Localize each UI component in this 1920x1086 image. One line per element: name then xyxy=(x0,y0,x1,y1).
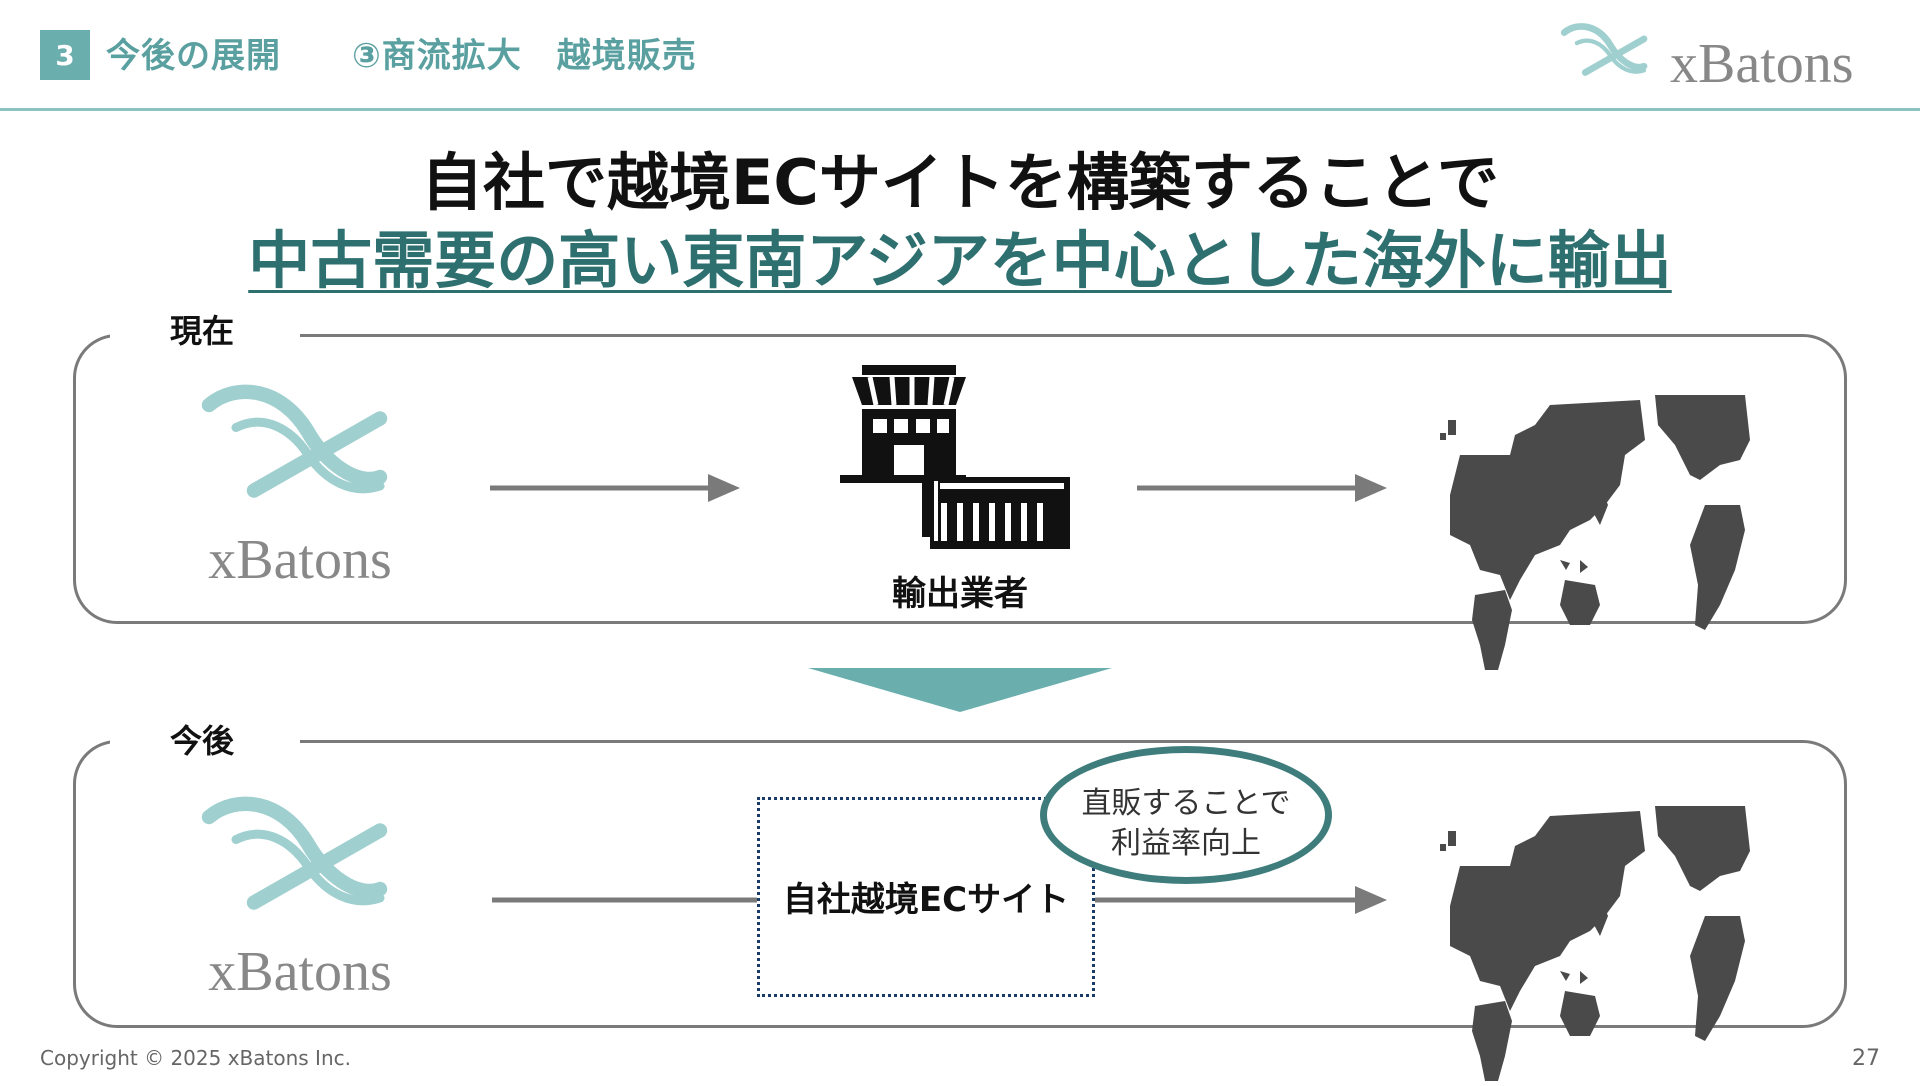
section-title: 今後の展開 xyxy=(106,36,281,76)
page-number: 27 xyxy=(1852,1046,1880,1071)
future-panel-gap xyxy=(110,734,300,746)
future-world-map-icon xyxy=(1440,806,1750,1081)
section-number-badge: 3 xyxy=(40,30,90,80)
ec-site-box xyxy=(757,797,1095,997)
future-panel-label: 今後 xyxy=(170,722,235,760)
copyright-text: Copyright © 2025 xBatons Inc. xyxy=(40,1046,351,1070)
future-source-logo: xBatons xyxy=(180,790,392,1000)
current-panel-gap xyxy=(110,328,300,340)
store-container-icon xyxy=(840,365,1070,549)
headline-primary: 自社で越境ECサイトを構築することで xyxy=(421,146,1499,219)
brand-mark-icon xyxy=(1564,26,1644,72)
future-source-wordmark: xBatons xyxy=(208,941,392,1000)
current-world-map-icon xyxy=(1440,395,1750,670)
current-source-logo: xBatons xyxy=(180,378,392,588)
current-panel-label: 現在 xyxy=(170,312,235,350)
benefit-line-1: 直販することで xyxy=(1081,786,1291,821)
future-flow-panel xyxy=(73,740,1847,1028)
headline-secondary-text: 中古需要の高い東南アジアを中心とした海外に輸出 xyxy=(248,224,1672,297)
section-subtitle: ③商流拡大 越境販売 xyxy=(352,36,697,76)
ec-site-label: 自社越境ECサイト xyxy=(782,880,1070,920)
current-flow-panel xyxy=(73,334,1847,624)
benefit-callout xyxy=(1040,746,1332,884)
down-chevron-icon xyxy=(808,668,1112,712)
exporter-label: 輸出業者 xyxy=(892,574,1028,614)
current-source-wordmark: xBatons xyxy=(208,529,392,588)
current-arrow-to-exporter xyxy=(490,474,740,502)
header-divider xyxy=(0,108,1920,111)
xbatons-mark-icon xyxy=(209,804,380,903)
benefit-line-2: 利益率向上 xyxy=(1111,826,1261,861)
brand-wordmark: xBatons xyxy=(1670,33,1854,95)
current-arrow-to-world xyxy=(1137,474,1387,502)
headline-secondary: 中古需要の高い東南アジアを中心とした海外に輸出 xyxy=(0,210,1920,300)
brand-logo: xBatons xyxy=(1560,18,1854,95)
xbatons-mark-icon xyxy=(209,392,380,491)
